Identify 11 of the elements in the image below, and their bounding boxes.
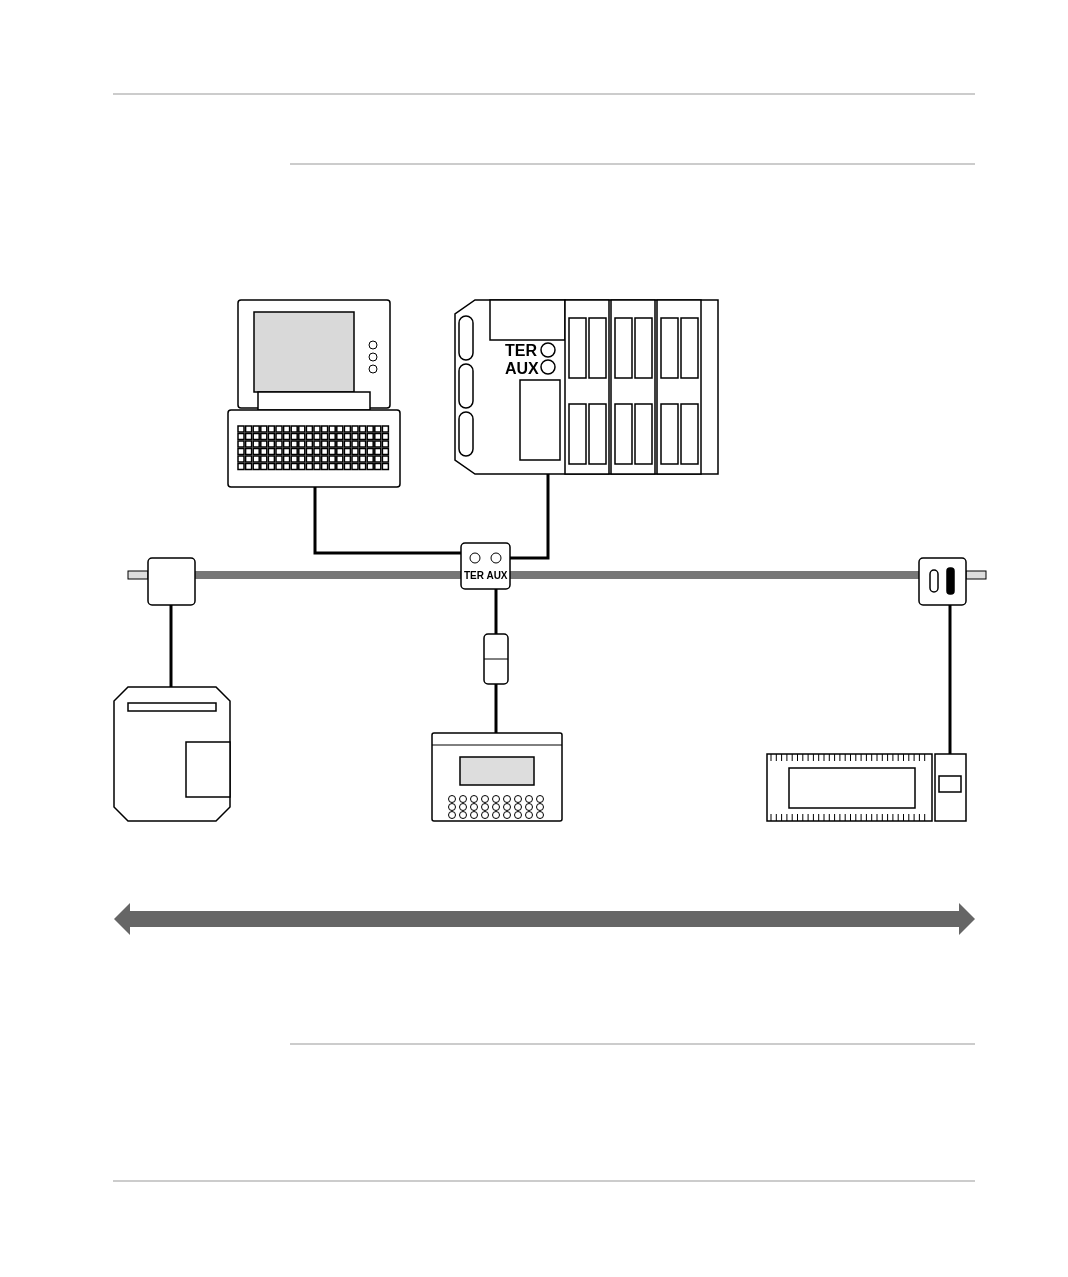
- port-label: TER: [505, 343, 537, 359]
- bus-cable: [195, 571, 461, 579]
- port-label: TER AUX: [464, 571, 508, 581]
- cable: [494, 684, 498, 733]
- bus-cable: [510, 571, 919, 579]
- cable: [948, 605, 952, 754]
- cable: [510, 474, 550, 560]
- cable: [494, 589, 498, 634]
- port-label: AUX: [505, 361, 539, 377]
- cable: [313, 487, 461, 555]
- cable: [169, 605, 173, 687]
